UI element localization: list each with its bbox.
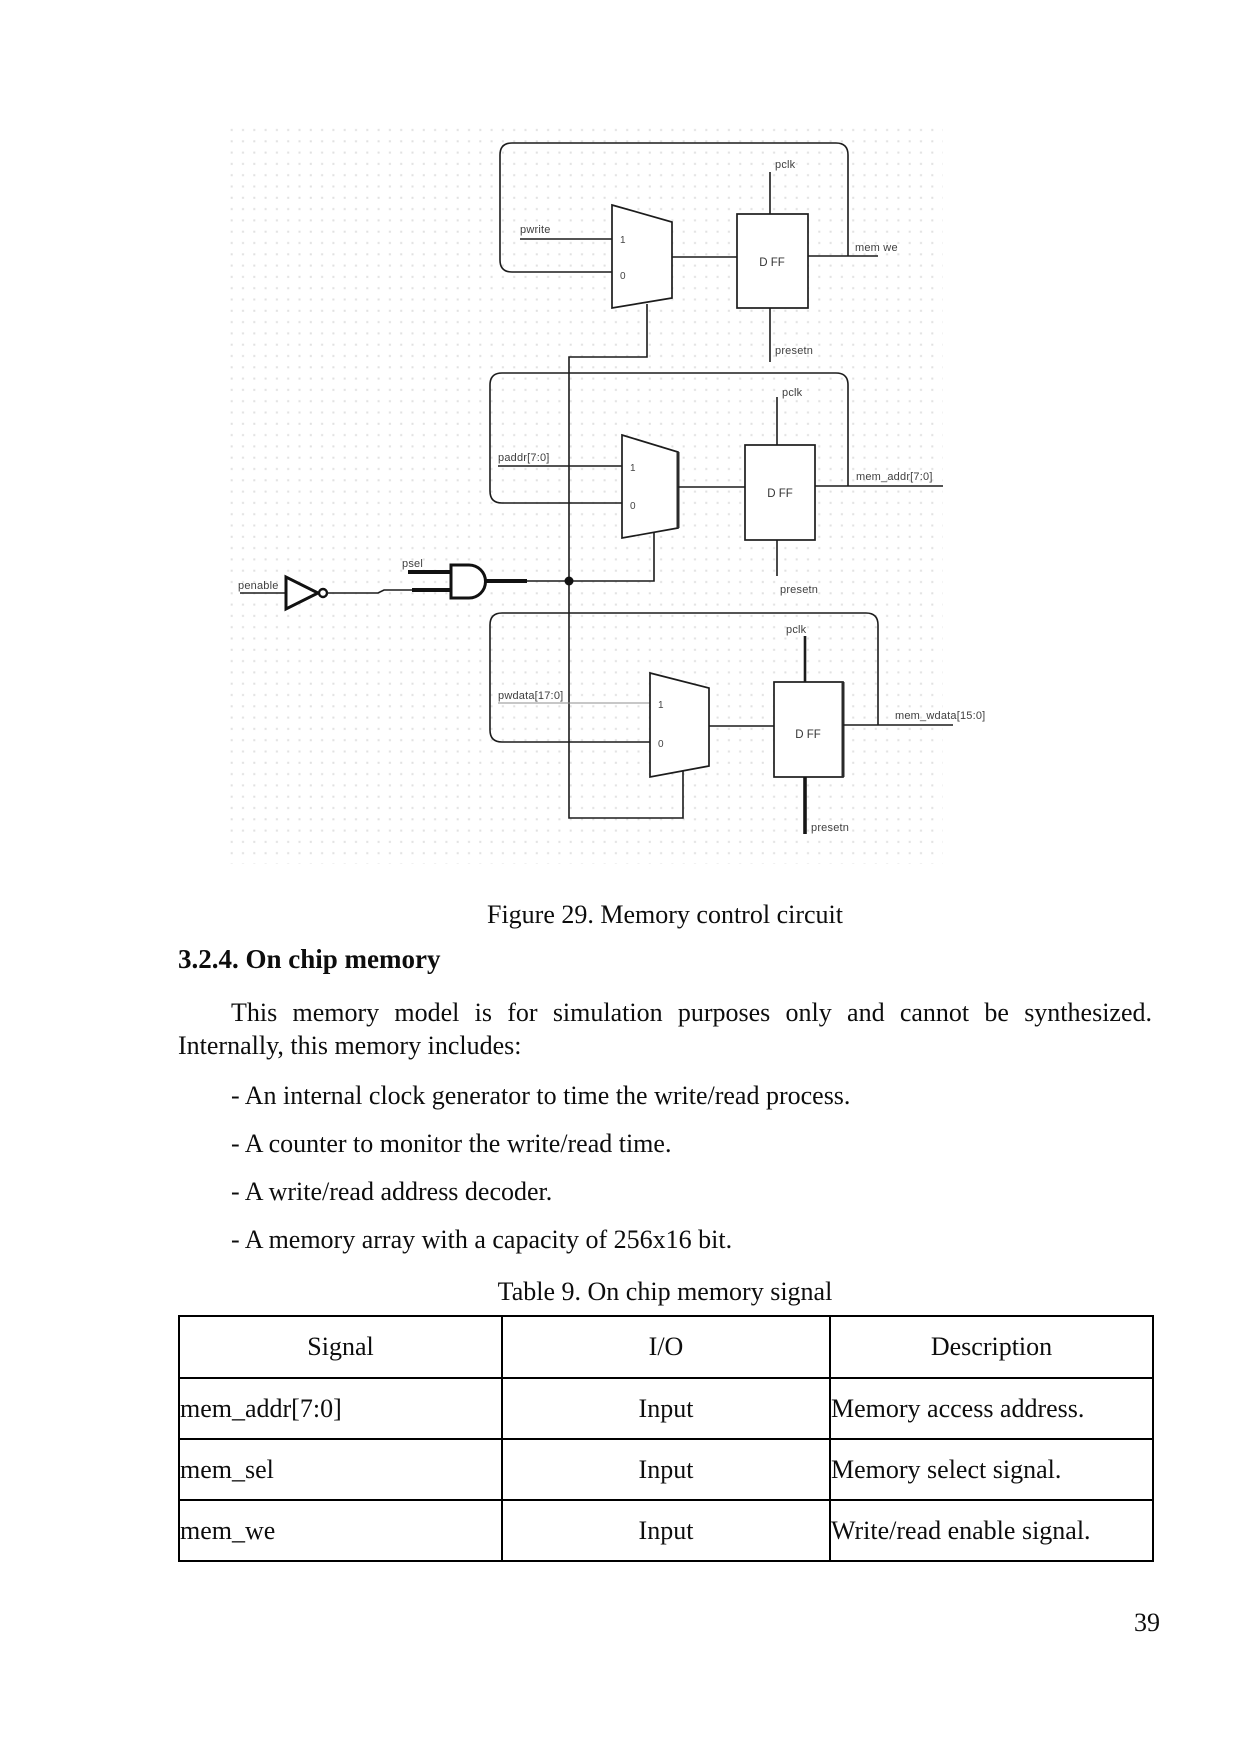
dff2-label: D FF	[767, 488, 793, 500]
paddr-label: paddr[7:0]	[498, 452, 550, 464]
cell-signal: mem_sel	[178, 1438, 503, 1501]
list-item: - A write/read address decoder.	[231, 1177, 553, 1206]
penable-label: penable	[238, 580, 279, 592]
not-gate	[284, 574, 322, 612]
pclk3-label: pclk	[786, 624, 807, 636]
cell-description: Write/read enable signal.	[829, 1499, 1154, 1562]
column-header-io: I/O	[501, 1315, 831, 1379]
dff3-label: D FF	[795, 729, 821, 741]
pwdata-label: pwdata[17:0]	[498, 690, 563, 702]
select-trunk-wire	[568, 304, 684, 819]
cell-io: Input	[501, 1499, 831, 1562]
cell-io: Input	[501, 1377, 831, 1440]
mux-3	[649, 671, 710, 779]
table-row: mem_addr[7:0] Input Memory access addres…	[178, 1377, 1154, 1440]
mux3-input1-label: 1	[658, 700, 664, 711]
table-caption: Table 9. On chip memory signal	[497, 1277, 833, 1306]
mux2-input0-label: 0	[630, 501, 636, 512]
bullet-list: - An internal clock generator to time th…	[178, 1079, 1152, 1271]
section-heading: 3.2.4. On chip memory	[178, 944, 441, 974]
presetn3-label: presetn	[811, 822, 849, 834]
presetn1-label: presetn	[775, 345, 813, 357]
mux2-input1-label: 1	[630, 463, 636, 474]
column-header-signal: Signal	[178, 1315, 503, 1379]
cell-io: Input	[501, 1438, 831, 1501]
mem-we-label: mem we	[855, 242, 898, 254]
mux2-select-wire	[492, 533, 655, 582]
mux3-input0-label: 0	[658, 739, 664, 750]
signal-table: Signal I/O Description mem_addr[7:0] Inp…	[178, 1315, 1154, 1562]
column-header-description: Description	[829, 1315, 1154, 1379]
psel-label: psel	[402, 558, 423, 570]
list-item: - An internal clock generator to time th…	[231, 1081, 851, 1110]
and-gate	[449, 563, 487, 600]
pclk1-label: pclk	[775, 159, 796, 171]
table-row: mem_we Input Write/read enable signal.	[178, 1499, 1154, 1562]
memory-control-circuit-diagram: pwrite 1 0 D FF pclk presetn mem we padd…	[225, 122, 985, 864]
table-header-row: Signal I/O Description	[178, 1315, 1154, 1379]
mem-addr-label: mem_addr[7:0]	[856, 471, 933, 483]
feedback-loop-3	[489, 612, 879, 743]
pclk2-label: pclk	[782, 387, 803, 399]
dff-box-3	[773, 681, 844, 778]
mem-wdata-label: mem_wdata[15:0]	[895, 710, 985, 722]
mux-2	[621, 433, 679, 540]
body-paragraph: This memory model is for simulation purp…	[178, 998, 1152, 1060]
dff-box-2	[744, 444, 816, 541]
presetn2-label: presetn	[780, 584, 818, 596]
mux1-input0-label: 0	[620, 271, 626, 282]
cell-signal: mem_addr[7:0]	[178, 1377, 503, 1440]
dff-box-1	[736, 213, 809, 309]
feedback-loop-1	[499, 142, 849, 273]
feedback-loop-2	[489, 372, 849, 504]
cell-signal: mem_we	[178, 1499, 503, 1562]
dff1-label: D FF	[759, 257, 785, 269]
inverter-bubble	[317, 587, 329, 599]
inverter-to-and-wire	[327, 589, 414, 594]
page-number: 39	[1134, 1608, 1160, 1637]
list-item: - A memory array with a capacity of 256x…	[231, 1225, 733, 1254]
mux-1	[611, 203, 673, 310]
cell-description: Memory access address.	[829, 1377, 1154, 1440]
figure-caption: Figure 29. Memory control circuit	[487, 900, 843, 929]
table-row: mem_sel Input Memory select signal.	[178, 1438, 1154, 1501]
mux1-input1-label: 1	[620, 235, 626, 246]
cell-description: Memory select signal.	[829, 1438, 1154, 1501]
list-item: - A counter to monitor the write/read ti…	[231, 1129, 672, 1158]
pwrite-label: pwrite	[520, 224, 551, 236]
wire-junction-dot	[564, 576, 574, 586]
